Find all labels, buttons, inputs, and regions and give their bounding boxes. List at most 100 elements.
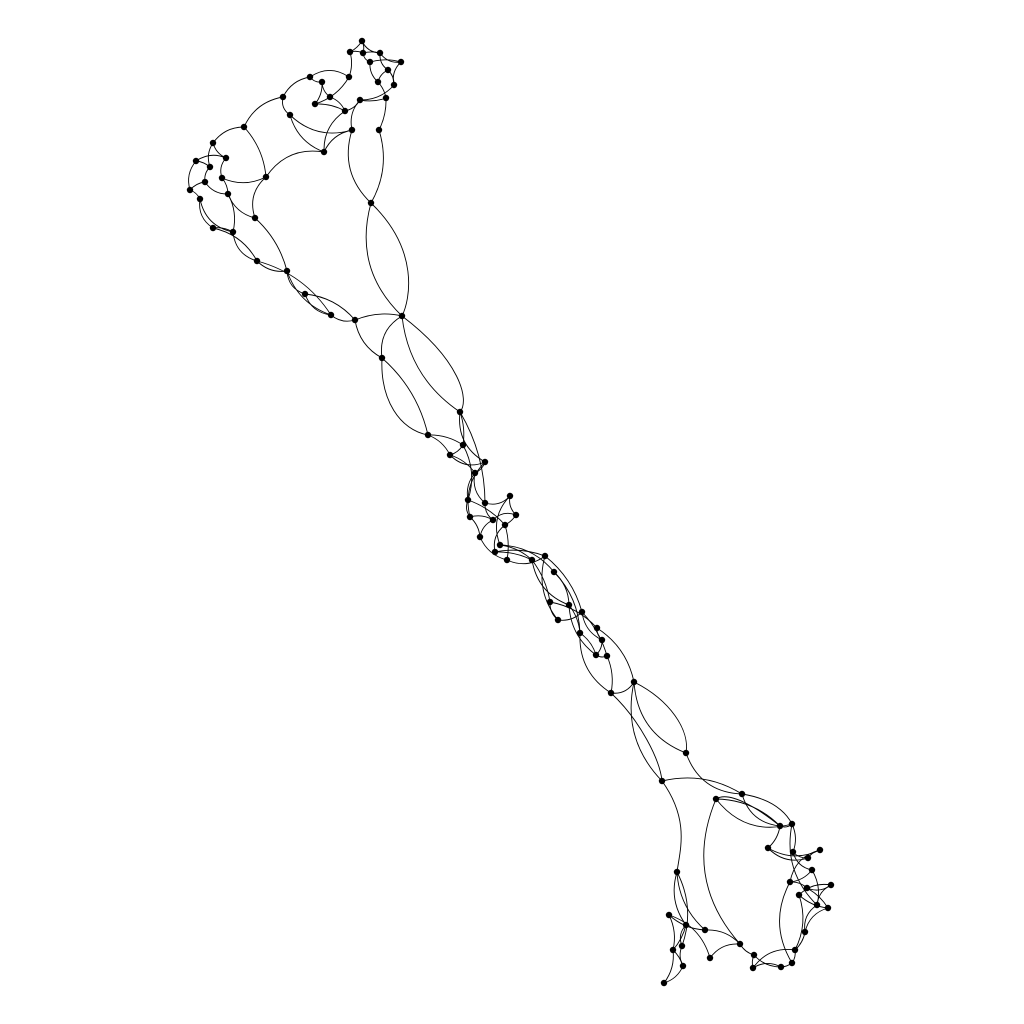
graph-edge — [309, 70, 350, 78]
graph-node — [481, 458, 489, 466]
graph-edge — [703, 798, 741, 945]
graph-node — [576, 629, 584, 637]
graph-node — [669, 946, 677, 954]
graph-edge — [378, 97, 387, 131]
graph-node — [565, 601, 573, 609]
graph-edge — [741, 793, 781, 827]
graph-node — [471, 469, 479, 477]
graph-node — [607, 689, 615, 697]
graph-edge — [381, 357, 429, 436]
graph-node — [358, 37, 366, 45]
graph-edge — [365, 202, 403, 317]
graph-edge — [243, 96, 284, 128]
graph-node — [206, 163, 214, 171]
graph-node — [209, 139, 217, 147]
graph-edge — [314, 76, 350, 105]
graph-edge — [496, 495, 511, 546]
graph-node — [808, 866, 816, 874]
graph-edge — [506, 555, 546, 565]
graph-node — [229, 228, 237, 236]
graph-node — [660, 979, 668, 987]
graph-edge — [195, 154, 227, 162]
graph-node — [251, 214, 259, 222]
graph-edge — [199, 198, 214, 229]
graph-node — [795, 891, 803, 899]
graph-node — [209, 224, 217, 232]
graph-node — [776, 822, 784, 830]
graph-edge — [541, 555, 559, 621]
graph-node — [218, 174, 226, 182]
graph-node — [253, 257, 261, 265]
graph-edge — [663, 965, 684, 984]
graph-node — [489, 516, 497, 524]
graph-edge — [232, 231, 258, 262]
graph-edge — [347, 129, 372, 204]
graph-node — [201, 178, 209, 186]
graph-edge — [668, 914, 711, 959]
graph-edge — [282, 76, 311, 98]
graph-edge — [633, 681, 687, 754]
graph-edge — [370, 129, 384, 204]
graph-node — [306, 73, 314, 81]
graph-edge — [504, 524, 509, 561]
graph-node — [804, 854, 812, 862]
graph-edge — [467, 461, 486, 518]
graph-edge — [804, 907, 829, 933]
graph-node — [240, 123, 248, 131]
graph-node — [446, 451, 454, 459]
graph-edge — [323, 129, 353, 153]
graph-edge — [380, 315, 403, 359]
graph-edge — [668, 914, 675, 951]
graph-edge — [676, 871, 706, 931]
graph-node — [777, 963, 785, 971]
graph-edge — [630, 681, 663, 782]
graph-edge — [531, 559, 570, 606]
graph-node — [366, 58, 374, 66]
graph-edge — [427, 434, 451, 456]
graph-node — [224, 190, 232, 198]
graph-node — [345, 73, 353, 81]
graph-edge — [709, 943, 741, 959]
graph-node — [706, 954, 714, 962]
graph-edge — [254, 217, 288, 272]
graph-node — [593, 624, 601, 632]
graph-edge — [494, 551, 533, 561]
graph-edge — [204, 181, 229, 195]
graph-node — [326, 93, 334, 101]
graph-node — [738, 790, 746, 798]
graph-node — [701, 926, 709, 934]
graph-node — [824, 904, 832, 912]
graph-node — [801, 928, 809, 936]
graph-edge — [354, 313, 403, 321]
graph-node — [356, 96, 364, 104]
graph-edge — [314, 81, 323, 105]
graph-node — [764, 844, 772, 852]
graph-edge — [789, 823, 818, 906]
graph-node — [496, 541, 504, 549]
graph-edge — [369, 61, 379, 83]
graph-edge — [462, 444, 473, 501]
graph-edge — [704, 929, 741, 945]
graph-edge — [265, 150, 325, 178]
graph-edge — [286, 270, 332, 316]
graph-edge — [579, 632, 612, 694]
graph-node — [813, 901, 821, 909]
graph-edge — [227, 193, 256, 219]
graph-node — [712, 795, 720, 803]
graph-node — [791, 946, 799, 954]
graph-node — [578, 608, 586, 616]
graph-edges — [188, 40, 832, 984]
graph-edge — [212, 227, 258, 262]
graph-node — [512, 511, 520, 519]
graph-node — [550, 568, 558, 576]
graph-node — [398, 312, 406, 320]
graph-node — [658, 777, 666, 785]
graph-edge — [794, 894, 804, 951]
graph-edge — [212, 126, 245, 144]
graph-edge — [369, 59, 402, 63]
graph-edge — [685, 752, 743, 795]
graph-node — [390, 81, 398, 89]
graph-node — [491, 548, 499, 556]
graph-edge — [779, 881, 793, 964]
